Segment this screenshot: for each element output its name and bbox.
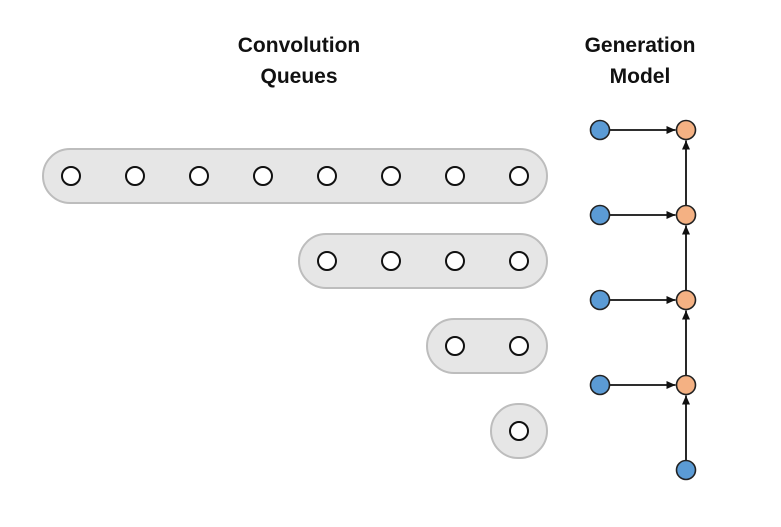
queue-cell (509, 166, 529, 186)
convolution-queues-title-line1: Convolution (237, 34, 361, 57)
queue-3 (426, 318, 548, 374)
generation-model (589, 119, 697, 481)
input-node (589, 119, 611, 141)
queue-cell (125, 166, 145, 186)
generation-model-title-line2: Model (609, 65, 671, 88)
convolution-queues (42, 148, 548, 459)
queue-cell (509, 336, 529, 356)
queue-pill (298, 233, 548, 289)
input-node (589, 374, 611, 396)
queue-cell (61, 166, 81, 186)
generation-model-title: Generation Model (545, 30, 735, 92)
queue-cell (317, 166, 337, 186)
hidden-node (675, 374, 697, 396)
queue-cell (381, 251, 401, 271)
convolution-queues-title: Convolution Queues (189, 30, 409, 92)
queue-cell (445, 251, 465, 271)
hidden-node (675, 119, 697, 141)
hidden-node (675, 204, 697, 226)
queue-2 (298, 233, 548, 289)
bottom-input-node (675, 459, 697, 481)
queue-cell (445, 336, 465, 356)
queue-cell (381, 166, 401, 186)
convolution-queues-title-line2: Queues (260, 65, 338, 88)
input-node (589, 289, 611, 311)
queue-pill (42, 148, 548, 204)
queue-cell (253, 166, 273, 186)
hidden-node (675, 289, 697, 311)
queue-cell (445, 166, 465, 186)
queue-4 (490, 403, 548, 459)
queue-cell (509, 421, 529, 441)
queue-cell (509, 251, 529, 271)
queue-pill (426, 318, 548, 374)
input-node (589, 204, 611, 226)
queue-cell (189, 166, 209, 186)
queue-cell (317, 251, 337, 271)
queue-1 (42, 148, 548, 204)
generation-model-title-line1: Generation (584, 34, 696, 57)
